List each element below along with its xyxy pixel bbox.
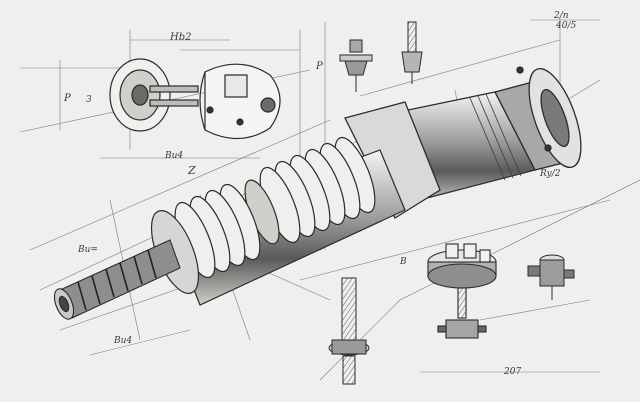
label-length-dim: 207 xyxy=(504,367,522,377)
bellows xyxy=(150,136,406,306)
spring-bolt xyxy=(328,277,370,385)
flange-assembly xyxy=(109,58,281,140)
label-top-dim: Hb2 xyxy=(170,32,192,43)
valve-assembly xyxy=(427,243,497,339)
label-top-right-b: 40/5 xyxy=(556,21,577,31)
threaded-shaft xyxy=(53,239,181,320)
small-fitting xyxy=(527,254,575,300)
label-small-p: P xyxy=(316,61,323,72)
label-bellows-tag: Z xyxy=(188,164,196,177)
label-left-dim: P xyxy=(64,93,71,104)
top-fittings xyxy=(339,21,423,92)
label-right-mid: Ry/2 xyxy=(540,169,561,179)
label-tag-b: B xyxy=(400,257,407,267)
label-tag-3: 3 xyxy=(86,95,92,105)
label-shaft-left: Bu= xyxy=(78,245,98,255)
label-bolt-dim: Bu4 xyxy=(114,336,133,346)
label-top-right-a: 2/n xyxy=(554,11,569,21)
main-cylinder xyxy=(344,66,582,219)
label-shaft-dim: Bu4 xyxy=(165,151,184,161)
